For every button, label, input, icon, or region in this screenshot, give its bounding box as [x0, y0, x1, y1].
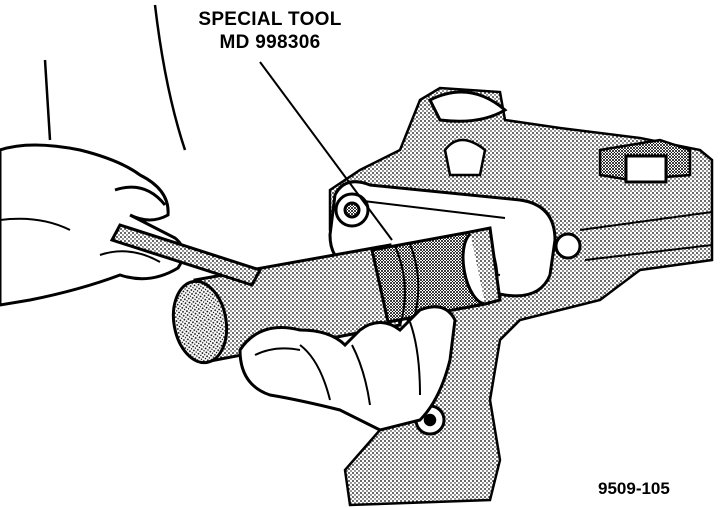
callout-leader-line [259, 61, 393, 241]
figure-number: 9509-105 [598, 479, 670, 498]
right-hand-supporting [238, 305, 457, 432]
special-tool-callout: SPECIAL TOOL MD 998306 [150, 8, 390, 54]
callout-line-1: SPECIAL TOOL [198, 9, 342, 30]
left-hand-with-handle [0, 4, 263, 307]
callout-line-2: MD 998306 [219, 32, 321, 53]
